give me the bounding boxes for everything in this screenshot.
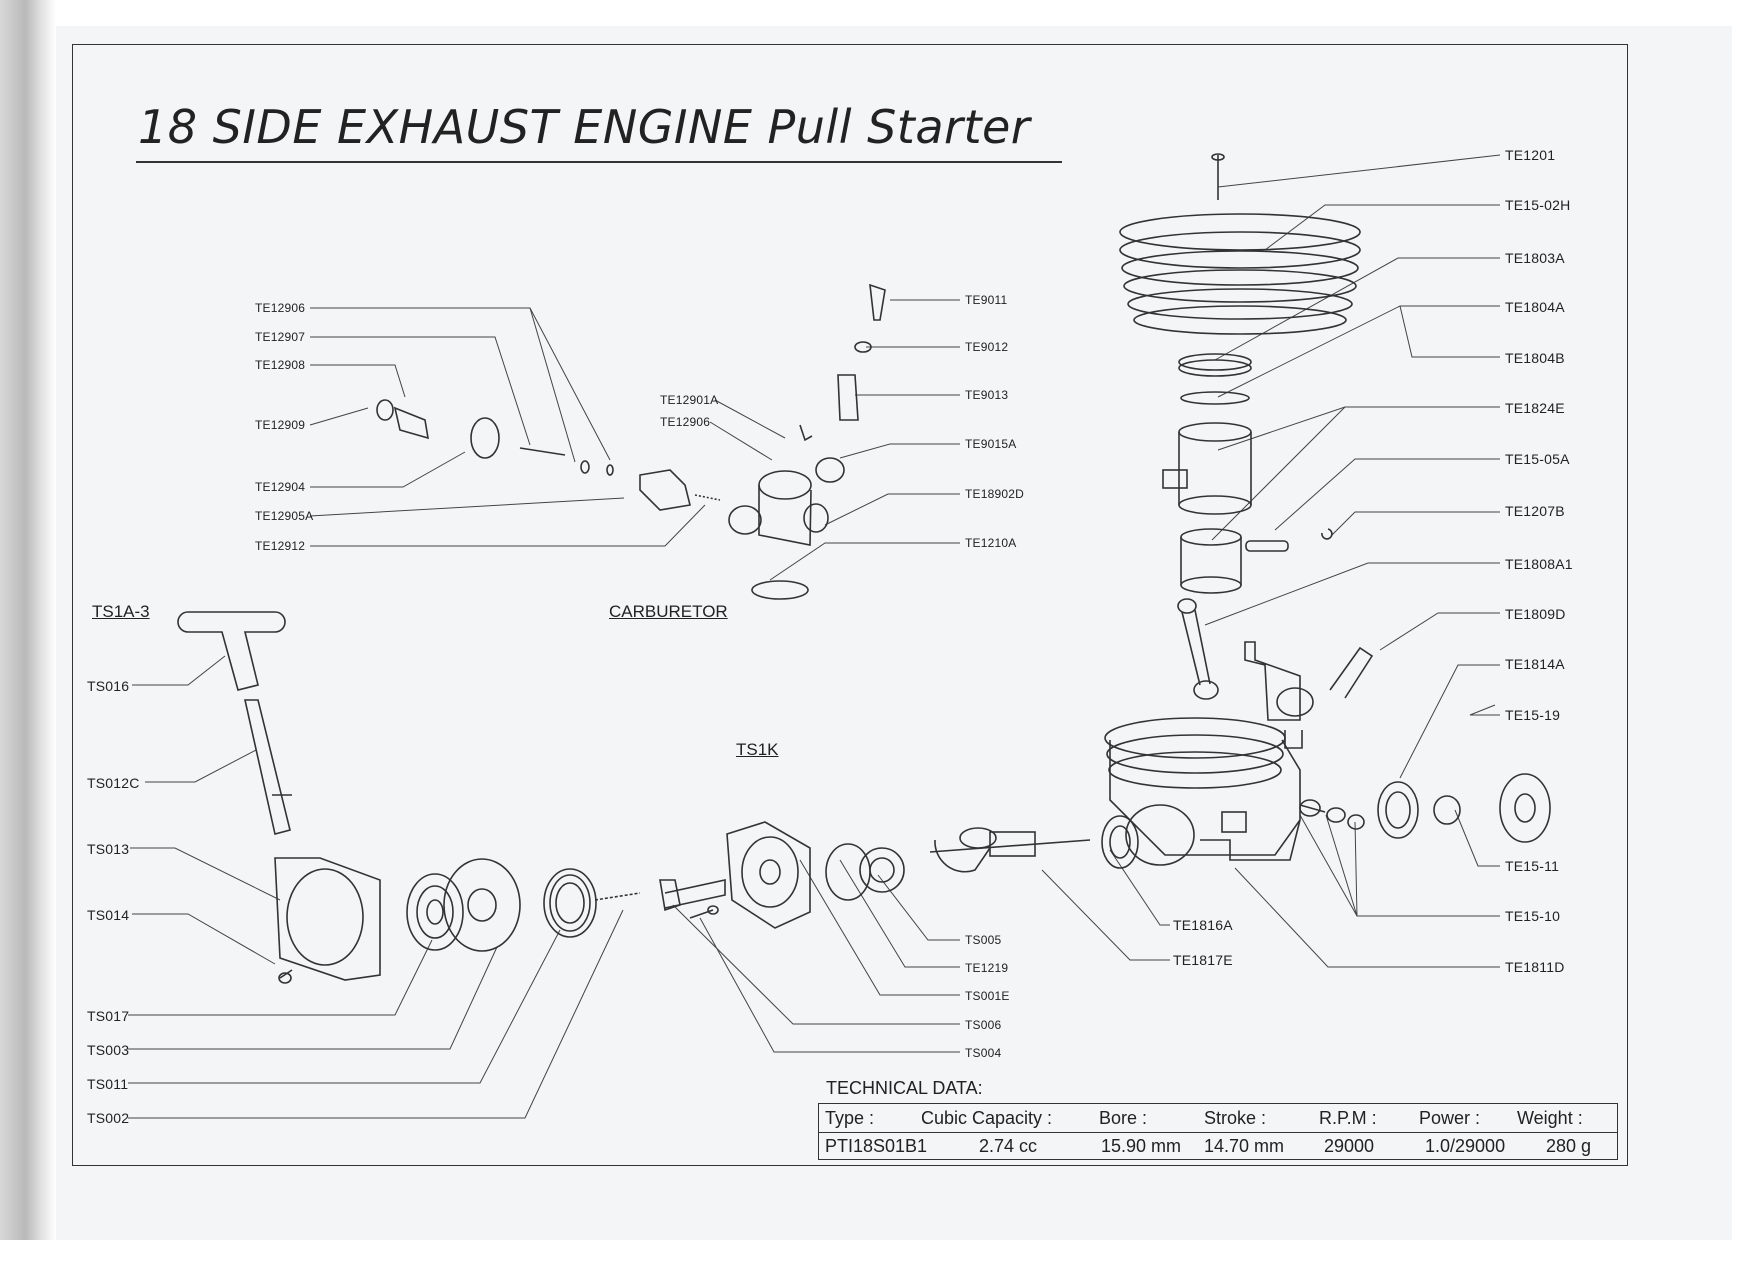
part-label-ts016: TS016: [87, 678, 130, 694]
technical-data-value-row: PTI18S01B1 2.74 cc 15.90 mm 14.70 mm 290…: [819, 1132, 1617, 1160]
part-label-te1824e: TE1824E: [1505, 400, 1565, 416]
part-label-te9015a: TE9015A: [965, 437, 1017, 451]
page-title: 18 SIDE EXHAUST ENGINE Pull Starter: [138, 100, 1031, 154]
part-label-te1817e: TE1817E: [1173, 952, 1233, 968]
value-weight: 280 g: [1546, 1136, 1592, 1156]
value-bore: 15.90 mm: [1101, 1136, 1182, 1156]
part-label-te1210a: TE1210A: [965, 536, 1017, 550]
part-label-te9013: TE9013: [965, 388, 1009, 402]
part-label-te1816a: TE1816A: [1173, 917, 1233, 933]
part-label-te9012: TE9012: [965, 340, 1009, 354]
part-label-te1207b: TE1207B: [1505, 503, 1565, 519]
header-power: Power :: [1419, 1108, 1481, 1128]
part-label-te12906-carb: TE12906: [660, 415, 711, 429]
part-label-te12909: TE12909: [255, 418, 306, 432]
part-label-te1814a: TE1814A: [1505, 656, 1565, 672]
part-label-ts013: TS013: [87, 841, 130, 857]
part-label-ts001e: TS001E: [965, 989, 1010, 1003]
part-label-ts005: TS005: [965, 933, 1002, 947]
part-label-te12905a: TE12905A: [255, 509, 314, 523]
value-stroke: 14.70 mm: [1204, 1136, 1285, 1156]
part-label-te1804b: TE1804B: [1505, 350, 1565, 366]
part-label-te1803a: TE1803A: [1505, 250, 1565, 266]
header-capacity: Cubic Capacity :: [921, 1108, 1053, 1128]
part-label-te15-02h: TE15-02H: [1505, 197, 1571, 213]
section-ts1a3: TS1A-3: [92, 602, 150, 621]
technical-data-heading: TECHNICAL DATA:: [826, 1078, 983, 1098]
part-label-te18902d: TE18902D: [965, 487, 1024, 501]
part-label-te1808a1: TE1808A1: [1505, 556, 1573, 572]
value-rpm: 29000: [1324, 1136, 1375, 1156]
section-carburetor: CARBURETOR: [609, 602, 728, 621]
title-underline: [136, 161, 1062, 163]
part-label-te1809d: TE1809D: [1505, 606, 1566, 622]
part-label-te15-11: TE15-11: [1505, 858, 1560, 874]
part-label-te15-10: TE15-10: [1505, 908, 1561, 924]
part-label-te1811d: TE1811D: [1505, 959, 1565, 975]
part-label-ts003: TS003: [87, 1042, 130, 1058]
value-power: 1.0/29000: [1425, 1136, 1506, 1156]
scan-edge: [0, 0, 56, 1240]
header-type: Type :: [825, 1108, 875, 1128]
part-label-ts014: TS014: [87, 907, 130, 923]
header-rpm: R.P.M :: [1319, 1108, 1377, 1128]
part-label-te12904: TE12904: [255, 480, 306, 494]
part-label-te12912: TE12912: [255, 539, 306, 553]
part-label-te9011: TE9011: [965, 293, 1008, 307]
part-label-te12908: TE12908: [255, 358, 306, 372]
part-label-te12906: TE12906: [255, 301, 306, 315]
section-ts1k: TS1K: [736, 740, 779, 759]
header-weight: Weight :: [1517, 1108, 1583, 1128]
value-type: PTI18S01B1: [825, 1136, 928, 1156]
part-label-ts011: TS011: [87, 1076, 129, 1092]
part-label-te15-19: TE15-19: [1505, 707, 1561, 723]
value-capacity: 2.74 cc: [979, 1136, 1038, 1156]
paper-sheet: [56, 26, 1732, 1240]
part-label-te15-05a: TE15-05A: [1505, 451, 1570, 467]
header-stroke: Stroke :: [1204, 1108, 1267, 1128]
part-label-ts002: TS002: [87, 1110, 130, 1126]
technical-data-header-row: Type : Cubic Capacity : Bore : Stroke : …: [819, 1104, 1617, 1133]
part-label-ts017: TS017: [87, 1008, 130, 1024]
part-label-ts004: TS004: [965, 1046, 1002, 1060]
part-label-te12901a: TE12901A: [660, 393, 719, 407]
part-label-te1201: TE1201: [1505, 147, 1556, 163]
part-label-ts006: TS006: [965, 1018, 1002, 1032]
part-label-te1804a: TE1804A: [1505, 299, 1565, 315]
part-label-te1219: TE1219: [965, 961, 1009, 975]
part-label-ts012c: TS012C: [87, 775, 140, 791]
technical-data-table: Type : Cubic Capacity : Bore : Stroke : …: [818, 1103, 1618, 1160]
part-label-te12907: TE12907: [255, 330, 306, 344]
diagram-frame: [72, 44, 1628, 1166]
header-bore: Bore :: [1099, 1108, 1148, 1128]
